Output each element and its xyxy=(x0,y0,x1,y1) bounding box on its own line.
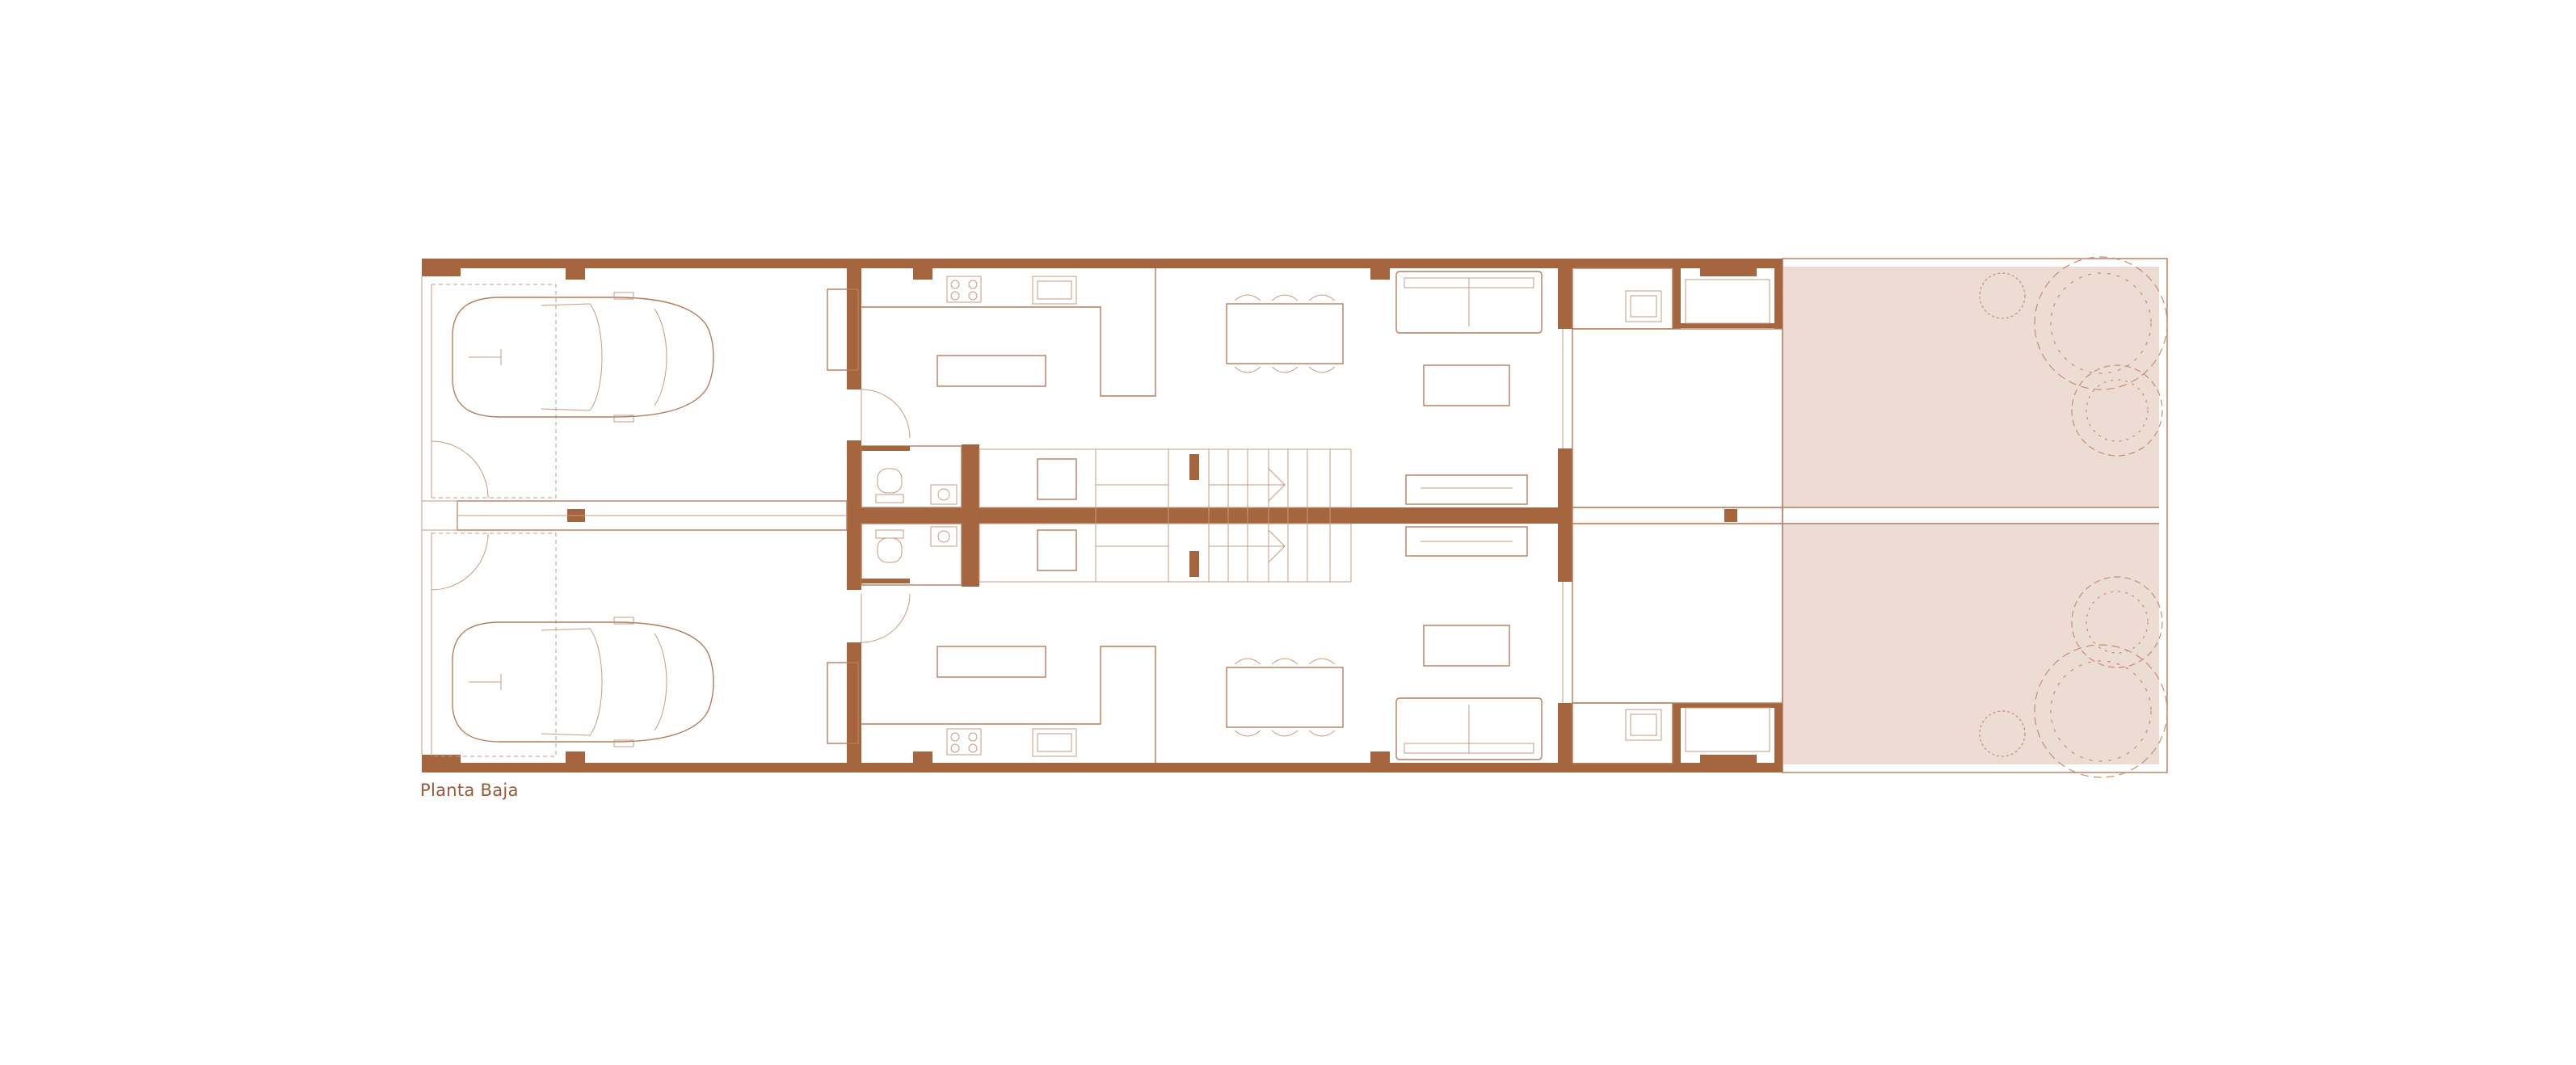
toilet-icon xyxy=(875,529,904,563)
sink-icon xyxy=(1032,276,1077,305)
backyard-bottom xyxy=(1783,524,2159,764)
backyard-top xyxy=(1783,267,2159,507)
stair-icon xyxy=(979,448,1352,583)
stove-icon xyxy=(946,728,982,756)
car-icon xyxy=(452,617,714,747)
sink-icon xyxy=(930,484,958,505)
tv-unit xyxy=(1405,474,1528,557)
car-icon xyxy=(452,292,714,423)
sink-icon xyxy=(1625,290,1662,322)
toilet-icon xyxy=(875,468,904,503)
entry xyxy=(827,288,911,744)
side-walkway xyxy=(1572,507,1783,524)
dining-table-icon xyxy=(1226,294,1344,737)
back-rooms xyxy=(1562,267,1783,764)
coffee-table xyxy=(1423,364,1510,406)
plan-caption: Planta Baja xyxy=(420,781,519,800)
tree-icon xyxy=(1979,256,2168,457)
sink-icon xyxy=(1032,728,1077,757)
kitchen xyxy=(861,268,1156,763)
coffee-table xyxy=(1423,625,1510,667)
sink-icon xyxy=(1625,709,1662,741)
tree-icon xyxy=(1979,576,2168,778)
walls xyxy=(422,259,1783,772)
bathroom xyxy=(861,445,962,586)
garage xyxy=(421,276,848,757)
sink-icon xyxy=(930,526,958,547)
sofa-icon xyxy=(1395,271,1543,760)
stove-icon xyxy=(946,276,982,303)
